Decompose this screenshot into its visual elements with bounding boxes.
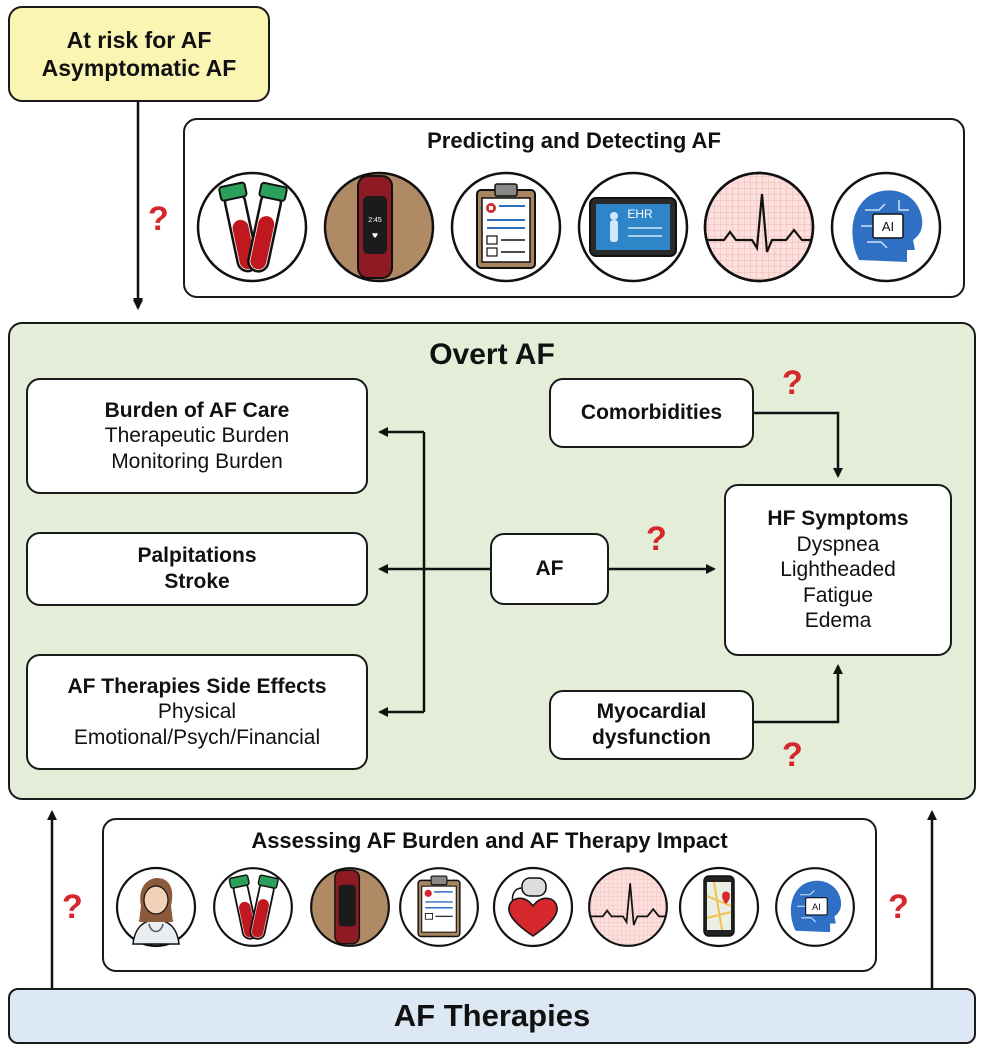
myocardial-box: Myocardial dysfunction <box>549 690 754 760</box>
burden-of-care-title: Burden of AF Care <box>104 398 290 422</box>
side-effects-title: AF Therapies Side Effects <box>67 674 327 698</box>
af-therapies-label: AF Therapies <box>393 998 591 1033</box>
hf-item-edema: Edema <box>804 609 872 633</box>
emotional-label: Emotional/Psych/Financial <box>73 725 321 749</box>
palpitations-box: Palpitations Stroke <box>26 532 368 606</box>
myocardial-label: Myocardial <box>596 700 707 724</box>
ecg-icon <box>702 170 816 284</box>
dysfunction-label: dysfunction <box>592 726 711 749</box>
hf-symptoms-box: HF Symptoms Dyspnea Lightheaded Fatigue … <box>724 484 952 656</box>
overt-af-title: Overt AF <box>429 338 555 371</box>
blood-tubes-icon <box>212 866 294 948</box>
side-effects-box: AF Therapies Side Effects Physical Emoti… <box>26 654 368 770</box>
comorbidities-box: Comorbidities <box>549 378 754 448</box>
stroke-label: Stroke <box>164 570 230 593</box>
therapeutic-burden: Therapeutic Burden <box>104 424 290 448</box>
svg-text:2:45: 2:45 <box>368 217 382 224</box>
hf-symptoms-title: HF Symptoms <box>767 506 909 530</box>
doctor-icon <box>115 866 197 948</box>
af-label: AF <box>535 557 564 581</box>
phone-map-icon <box>678 866 760 948</box>
af-therapies-bar: AF Therapies <box>8 988 976 1044</box>
clipboard-icon <box>449 170 563 284</box>
blood-tubes-icon <box>195 170 309 284</box>
ecg-icon <box>587 866 669 948</box>
palpitations-label: Palpitations <box>137 544 257 568</box>
asymptomatic-label: Asymptomatic AF <box>41 55 237 81</box>
ai-head-icon: AI <box>774 866 856 948</box>
question-mark-comorbidities: ? <box>782 364 803 402</box>
hf-item-dyspnea: Dyspnea <box>796 532 880 556</box>
ehr-tablet-icon: EHR <box>576 170 690 284</box>
svg-text:AI: AI <box>812 902 821 912</box>
hf-item-fatigue: Fatigue <box>802 583 874 607</box>
monitoring-burden: Monitoring Burden <box>111 449 283 473</box>
wearable-band-icon: 2:45 ♥ <box>322 170 436 284</box>
hf-item-lightheaded: Lightheaded <box>780 558 896 582</box>
question-mark-predict: ? <box>148 200 169 238</box>
at-risk-box: At risk for AF Asymptomatic AF <box>8 6 270 102</box>
svg-text:AI: AI <box>882 219 894 234</box>
question-mark-right-therapies: ? <box>888 888 909 926</box>
svg-text:♥: ♥ <box>372 232 378 240</box>
wearable-band-icon <box>309 866 391 948</box>
comorbidities-label: Comorbidities <box>580 401 723 425</box>
at-risk-label: At risk for AF <box>66 26 212 53</box>
question-mark-myocardial: ? <box>782 736 803 774</box>
svg-text:EHR: EHR <box>627 207 653 221</box>
clipboard-icon <box>398 866 480 948</box>
af-box: AF <box>490 533 609 605</box>
question-mark-af-hf: ? <box>646 520 667 558</box>
assessing-title: Assessing AF Burden and AF Therapy Impac… <box>251 828 728 853</box>
burden-of-care-box: Burden of AF Care Therapeutic Burden Mon… <box>26 378 368 494</box>
ai-head-icon: AI <box>829 170 943 284</box>
physical-label: Physical <box>157 700 237 724</box>
pacemaker-heart-icon <box>492 866 574 948</box>
predicting-title: Predicting and Detecting AF <box>427 128 721 153</box>
question-mark-left-therapies: ? <box>62 888 83 926</box>
